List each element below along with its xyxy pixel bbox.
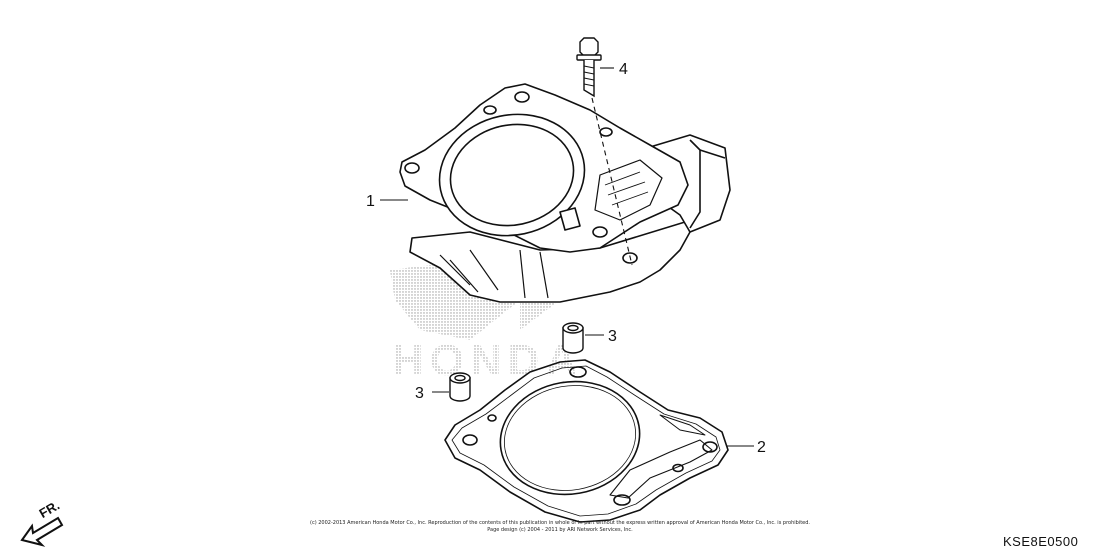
flange-bolt-part [576,37,633,266]
callout-part-3-left: 3 [415,385,424,402]
dowel-pin-left [449,372,471,402]
dowel-pin-right [562,322,584,354]
callout-part-3-right: 3 [608,328,617,345]
cylinder-part [399,83,731,303]
gasket-part [444,359,729,523]
callout-part-4: 4 [619,61,628,78]
callout-leaders [380,67,754,447]
svg-text:HONDA: HONDA [392,336,583,385]
copyright-line-2: Page design (c) 2004 - 2011 by ARI Netwo… [487,527,633,533]
copyright-line-1: (c) 2002-2013 American Honda Motor Co., … [310,520,810,526]
callout-part-2: 2 [757,439,766,456]
front-direction-arrow-icon [20,516,64,547]
diagram-code: KSE8E0500 [1003,534,1079,549]
copyright-notice: (c) 2002-2013 American Honda Motor Co., … [300,520,820,534]
callout-part-1: 1 [366,193,375,210]
